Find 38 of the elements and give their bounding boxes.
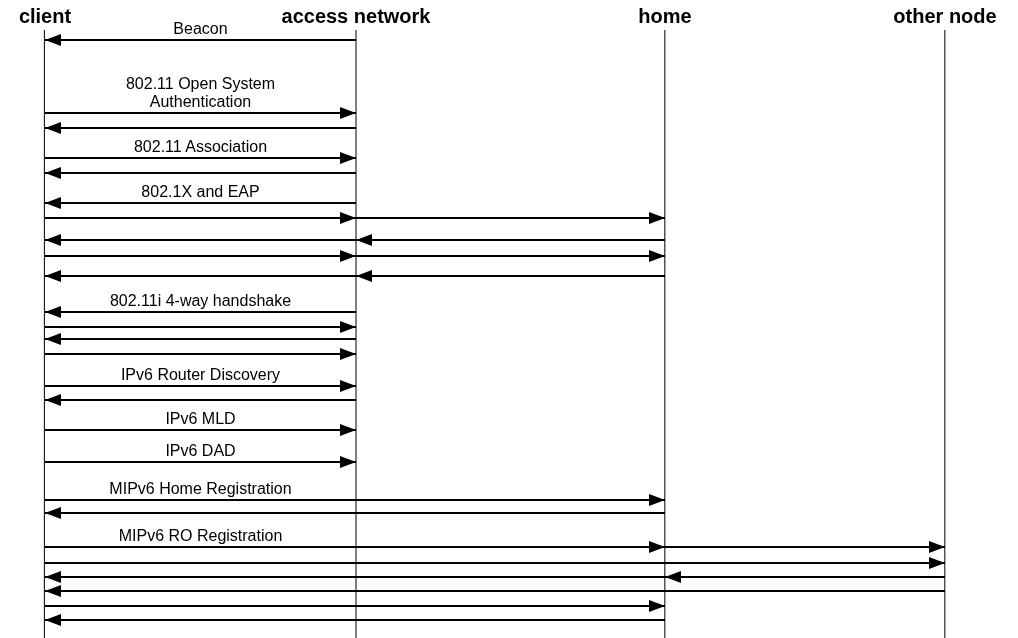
participant-name: access network	[281, 4, 431, 28]
message-arrow	[355, 250, 666, 262]
message-arrow	[44, 424, 357, 436]
message-arrow	[44, 571, 666, 583]
message-arrow	[355, 212, 666, 224]
participant-name: client	[18, 4, 72, 28]
message-arrow	[44, 600, 666, 612]
message-arrow	[44, 380, 357, 392]
message-arrow	[355, 270, 666, 282]
message-arrow	[44, 122, 357, 134]
message-arrow	[44, 333, 357, 345]
message-arrow	[44, 107, 357, 119]
message-label: MIPv6 Home Registration	[107, 480, 294, 498]
message-arrow	[355, 234, 666, 246]
message-arrow	[44, 557, 946, 569]
message-arrow	[44, 614, 666, 626]
message-arrow	[44, 34, 357, 46]
message-arrow	[44, 348, 357, 360]
message-label: 802.11i 4-way handshake	[107, 292, 294, 310]
message-arrow	[44, 585, 946, 597]
message-arrow	[664, 571, 946, 583]
message-arrow	[44, 250, 357, 262]
message-arrow	[44, 306, 357, 318]
message-arrow	[44, 152, 357, 164]
message-arrow	[664, 541, 946, 553]
message-arrow	[44, 270, 357, 282]
message-arrow	[44, 507, 666, 519]
message-arrow	[44, 541, 666, 553]
message-arrow	[44, 197, 357, 209]
message-arrow	[44, 394, 357, 406]
message-arrow	[44, 456, 357, 468]
message-arrow	[44, 167, 357, 179]
participant-name: other node	[893, 4, 997, 28]
message-arrow	[44, 234, 357, 246]
message-arrow	[44, 321, 357, 333]
message-arrow	[44, 494, 666, 506]
participant-name: home	[638, 4, 692, 28]
message-arrow	[44, 212, 357, 224]
